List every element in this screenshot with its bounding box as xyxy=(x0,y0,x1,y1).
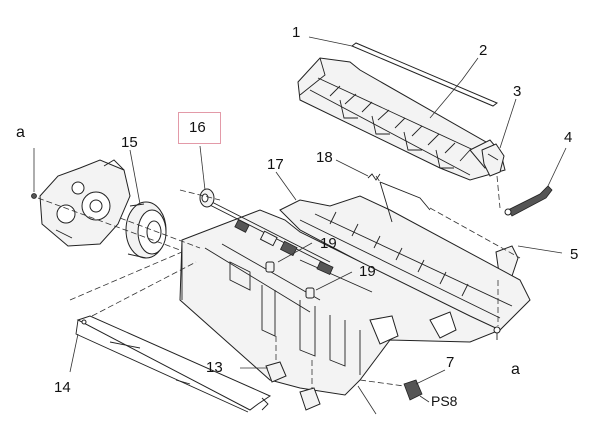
part-15-roller xyxy=(125,201,167,259)
callout-13: 13 xyxy=(206,359,223,376)
part-16-shaft xyxy=(199,188,331,267)
callout-15: 15 xyxy=(121,134,138,151)
callout-18: 18 xyxy=(316,149,333,166)
callout-7: 7 xyxy=(446,354,455,371)
part-13-clip xyxy=(265,361,321,411)
callout-ps8: PS8 xyxy=(431,393,458,409)
callout-5: 5 xyxy=(570,246,579,263)
part-19-rollers xyxy=(265,259,373,299)
highlight-box-16 xyxy=(178,112,221,144)
screw-a-right xyxy=(493,326,501,340)
callout-a-left: a xyxy=(16,124,25,141)
assembly-dashed-lines xyxy=(37,175,521,388)
part-14-bottom-plate xyxy=(75,315,272,413)
part-1-strip xyxy=(351,42,498,107)
callout-17: 17 xyxy=(267,156,284,173)
part-3-bracket xyxy=(481,143,505,177)
part-4-lever xyxy=(504,185,553,217)
callout-2: 2 xyxy=(479,42,488,59)
callout-3: 3 xyxy=(513,83,522,100)
callout-1: 1 xyxy=(292,24,301,41)
callout-14: 14 xyxy=(54,379,71,396)
part-7-clip xyxy=(403,379,423,401)
leader-lines xyxy=(33,36,567,415)
callout-16: 16 xyxy=(189,119,206,136)
callout-4: 4 xyxy=(564,129,573,146)
callout-19-upper: 19 xyxy=(320,235,337,252)
callout-a-right: a xyxy=(511,361,520,378)
part-18-spring xyxy=(367,173,431,223)
callout-19-lower: 19 xyxy=(359,263,376,280)
left-gear-assembly xyxy=(31,159,131,247)
